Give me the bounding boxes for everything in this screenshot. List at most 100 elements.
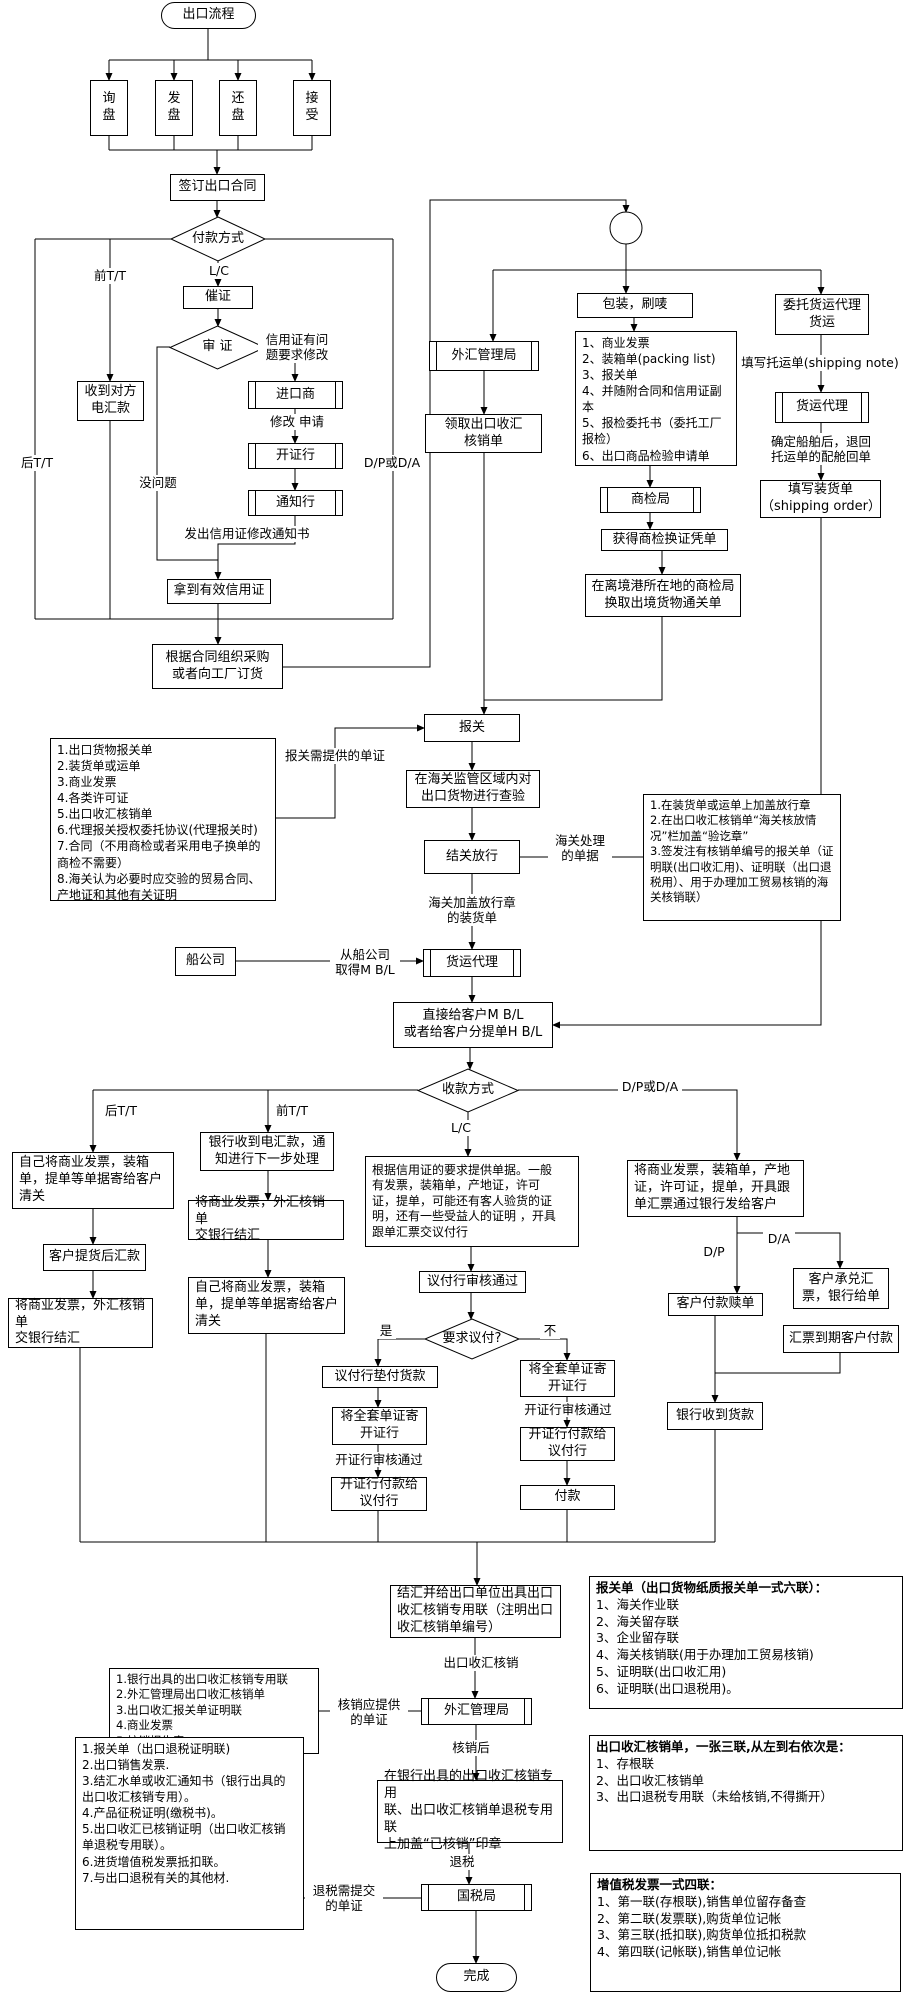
stamp-verified-box: 在银行出具的出口收汇核销专用 联、出口收汇核销单退税专用联 上加盖“已核销”印章 [377, 1769, 563, 1852]
label-verification-docs: 核销应提供 的单证 [330, 1696, 408, 1728]
label-lc-problem: 信用证有问 题要求修改 [258, 331, 336, 363]
draft-due-payment: 汇票到期客户付款 [783, 1325, 899, 1353]
settle-with-bank-2: 将商业发票，外汇核销单 交银行结汇 [188, 1195, 344, 1243]
urge-lc-box: 催证 [183, 286, 253, 309]
flow-edge-44 [276, 724, 425, 819]
flow-edge-28 [283, 199, 630, 668]
label-no-problem: 没问题 [134, 475, 182, 491]
examine-lc-diamond: 审 证 [202, 339, 233, 355]
declaration-form-info-box-item-2: 2、海关留存联 [596, 1613, 679, 1629]
label-issue-amendment: 发出信用证修改通知书 [176, 526, 318, 542]
examine-lc-diamond-shape [168, 325, 267, 370]
fill-shipping-order: 填写装货单 （shipping order） [760, 480, 881, 518]
entrust-forwarder-box: 委托货运代理 货运 [775, 294, 869, 335]
verification-docs-list-item-4: 4.商业发票 [116, 1718, 173, 1733]
declaration-form-info-box-item-1: 1、海关作业联 [596, 1596, 679, 1612]
declaration-docs-list-item-6: 6.代理报关授权委托协议(代理报关时) [57, 823, 258, 838]
declaration-docs-list-item-4: 4.各类许可证 [57, 791, 129, 806]
settle-with-bank-1: 将商业发票，外汇核销单 交银行结汇 [8, 1298, 153, 1348]
verification-docs-list-item-2: 2.外汇管理局出口收汇核销单 [116, 1687, 265, 1702]
importer-box: 进口商 [248, 381, 343, 409]
label-hou-tt-1: 后T/T [14, 455, 60, 471]
send-full-docs-1: 将全套单证寄 开证行 [332, 1407, 427, 1445]
label-customs-handled-docs: 海关处理 的单据 [548, 832, 612, 864]
declaration-form-info-box-title: 报关单（出口货物纸质报关单一式六联）： [596, 1580, 828, 1595]
done-terminator: 完成 [436, 1963, 517, 1992]
customer-pay-after-pickup: 客户提货后汇款 [43, 1244, 146, 1271]
declaration-form-info-box-item-3: 3、企业留存联 [596, 1630, 679, 1646]
label-dp-da-2: D/P或D/A [618, 1079, 682, 1095]
customs-output-docs-list-item-1: 1.在装货单或运单上加盖放行章 [650, 798, 811, 812]
verification-form-info-box-item-2: 2、出口收汇核销单 [596, 1772, 704, 1788]
declaration-form-info-box-item-5: 5、证明联(出口收汇用) [596, 1663, 727, 1679]
declaration-docs-list-item-5: 5.出口收汇核销单 [57, 807, 153, 822]
vat-invoice-info-box-item-3: 3、第三联(抵扣联),购货单位抵扣税款 [597, 1927, 807, 1943]
vat-invoice-info-box-title: 增值税发票一式四联： [597, 1877, 723, 1892]
vat-invoice-info-box-item-1: 1、第一联(存根联),销售单位留存备查 [597, 1893, 807, 1909]
flow-edge-69 [519, 1338, 571, 1361]
shipping-company-box: 船公司 [175, 947, 236, 976]
dpda-documents-box: 将商业发票，装箱单，产地 证，许可证，提单，开具跟 单汇票通过银行发给客户 [627, 1160, 804, 1217]
vat-invoice-info-box-item-2: 2、第二联(发票联),购货单位记帐 [597, 1910, 782, 1926]
label-dp-da-1: D/P或D/A [360, 455, 424, 471]
exchange-clearance-box: 在离境港所在地的商检局 换取出境货物通关单 [585, 574, 741, 617]
label-after-verification: 核销后 [446, 1740, 496, 1756]
freight-forwarder-1: 货运代理 [775, 392, 869, 423]
label-amend-apply: 修改 申请 [264, 414, 330, 430]
inspection-docs-list-item-5: 5、报检委托书（委托工厂报检） [582, 416, 722, 447]
tax-refund-docs-list-item-1: 1.报关单（出口退税证明联) [82, 1742, 231, 1756]
declaration-form-info-box-item-6: 6、证明联(出口退税用)。 [596, 1680, 739, 1696]
label-qian-tt-2: 前T/T [269, 1103, 315, 1119]
connector-circle [609, 211, 643, 245]
freight-forwarder-2: 货运代理 [423, 949, 521, 977]
declaration-docs-list-item-8: 8.海关认为必要时应交验的贸易合同、产地证和其他有关证明 [57, 871, 261, 902]
label-da: D/A [763, 1231, 795, 1247]
payment-box: 付款 [520, 1485, 615, 1510]
flow-edge-65 [374, 1338, 425, 1367]
label-qian-tt-1: 前T/T [85, 268, 135, 284]
safe-bureau-2: 外汇管理局 [421, 1698, 532, 1725]
payment-method-diamond: 付款方式 [191, 230, 244, 246]
counter-offer-box: 还 盘 [219, 80, 257, 136]
label-yes: 是 [376, 1323, 396, 1339]
declaration-docs-list-item-1: 1.出口货物报关单 [57, 743, 153, 757]
tax-refund-docs-list: 1.报关单（出口退税证明联) 2.出口销售发票.3.结汇水单或收汇通知书（银行出具… [75, 1737, 304, 1930]
safe-bureau-1: 外汇管理局 [429, 341, 539, 371]
customs-release-box: 结关放行 [424, 840, 520, 874]
require-negotiation-diamond: 要求议付? [442, 1330, 502, 1346]
accept-box: 接 受 [293, 80, 331, 136]
flow-edge-43 [552, 518, 822, 1029]
flow-edge-24 [156, 346, 218, 561]
tax-refund-docs-list-item-6: 6.进货增值税发票抵扣联。 [82, 1854, 226, 1869]
customer-accept-draft: 客户承兑汇 票，银行给单 [793, 1268, 889, 1309]
vat-invoice-info-box-item-4: 4、第四联(记帐联),销售单位记帐 [597, 1944, 782, 1959]
label-tax-refund-docs: 退税需提交 的单证 [305, 1882, 383, 1914]
label-get-mbl: 从船公司 取得M B/L [330, 946, 400, 978]
customs-output-docs-list-item-2: 2.在出口收汇核销单“海关核放情况”栏加盖“验讫章” [650, 813, 817, 843]
inspection-docs-list-item-1: 1、商业发票 [582, 336, 650, 350]
collection-method-diamond: 收款方式 [441, 1082, 494, 1098]
issuing-bank-pays-1: 开证行付款给 议付行 [331, 1477, 427, 1511]
inspection-docs-list-item-6: 6、出口商品检验申请单 [582, 448, 710, 463]
declaration-docs-list-item-2: 2.装货单或运单 [57, 759, 141, 774]
payment-method-diamond-shape [169, 216, 267, 262]
tax-refund-docs-list-item-2: 2.出口销售发票. [82, 1758, 170, 1773]
label-issuing-approved-1: 开证行审核通过 [330, 1452, 428, 1467]
bank-advance-payment: 议付行垫付货款 [322, 1366, 438, 1388]
lc-documents-box: 根据信用证的要求提供单据。一般 有发票，装箱单，产地证，许可 证，提单，可能还有… [365, 1156, 579, 1247]
verification-form-info-box-title: 出口收汇核销单，一张三联,从左到右依次是： [596, 1739, 851, 1754]
collection-method-diamond-shape [416, 1068, 520, 1113]
inquiry-box: 询 盘 [90, 80, 128, 136]
inspection-bureau-box: 商检局 [600, 487, 701, 513]
negotiating-bank-approved: 议付行审核通过 [419, 1271, 526, 1293]
sign-export-contract: 签订出口合同 [170, 174, 265, 201]
customer-pay-redeem: 客户付款赎单 [668, 1293, 763, 1316]
customs-declaration-box: 报关 [424, 714, 520, 742]
verification-docs-list-item-1: 1.银行出具的出口收汇核销专用联 [116, 1672, 288, 1686]
tax-refund-docs-list-item-3: 3.结汇水单或收汇通知书（银行出具的出口收汇核销专用）。 [82, 1774, 286, 1805]
